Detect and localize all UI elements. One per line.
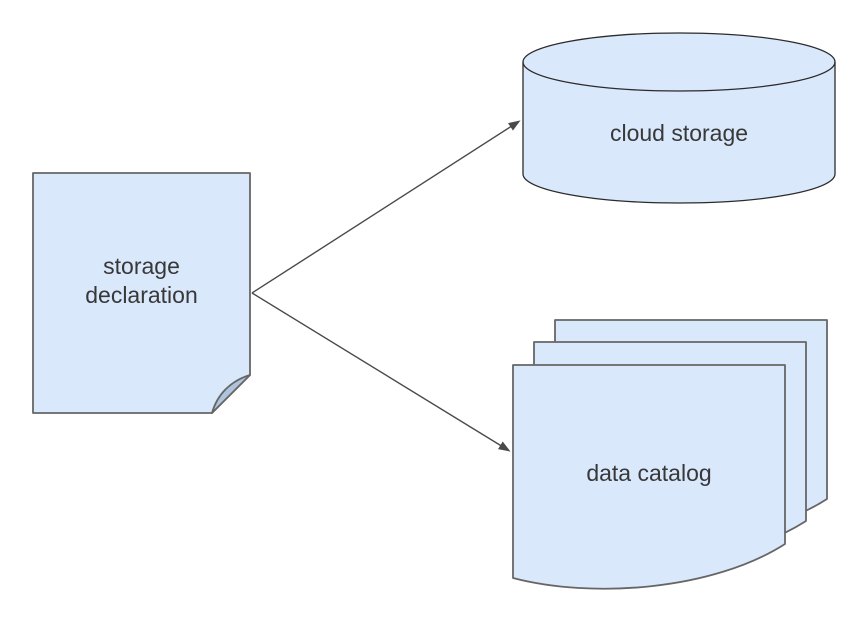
data-catalog-stack	[512, 319, 828, 590]
cylinder-top-rim	[522, 61, 836, 92]
document-front	[512, 364, 786, 590]
data-catalog-label: data catalog	[586, 460, 712, 486]
cloud-storage-label: cloud storage	[609, 120, 749, 146]
storage-declaration-note	[32, 172, 251, 414]
cloud-storage-cylinder	[522, 32, 836, 204]
arrow-to-cloud-storage	[251, 120, 521, 294]
cylinder-body	[522, 32, 836, 204]
storage-declaration-label: storage declaration	[85, 253, 198, 308]
arrow-to-data-catalog	[251, 292, 511, 452]
note-folded-corner-icon	[211, 374, 251, 414]
